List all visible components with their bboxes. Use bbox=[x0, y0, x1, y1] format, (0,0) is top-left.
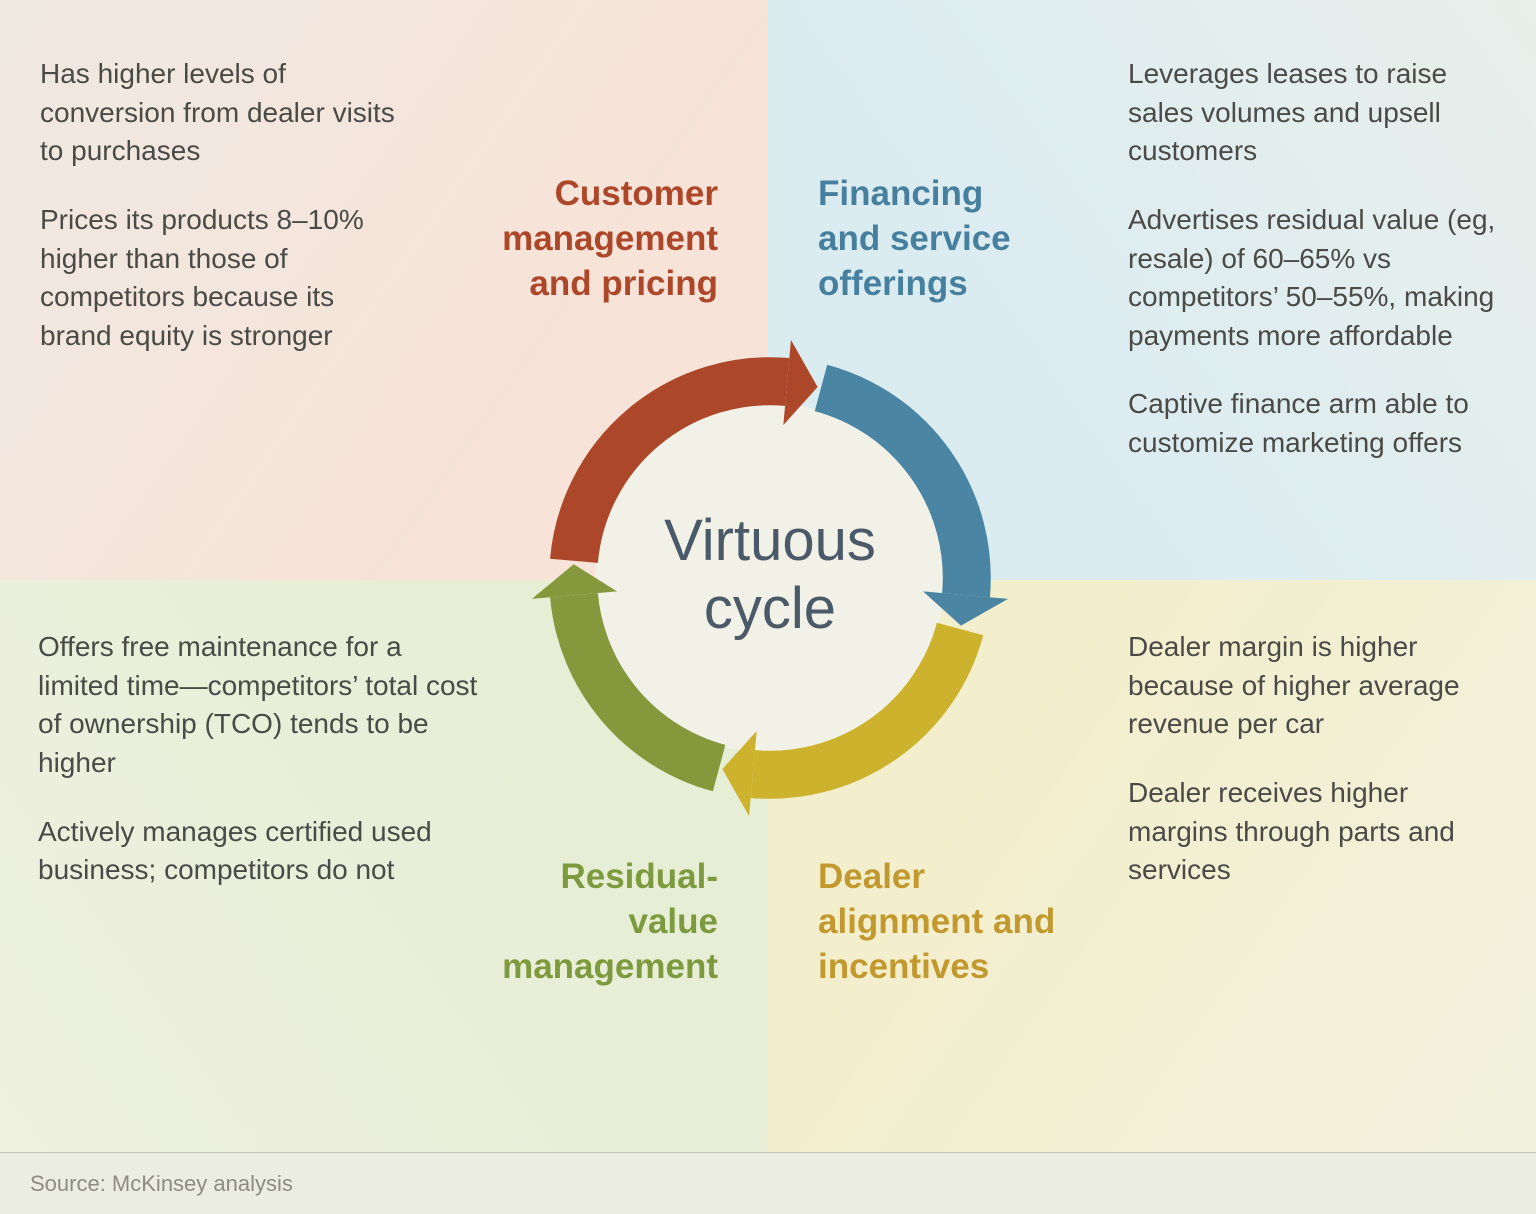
customer-management-text: Has higher levels of conversion from dea… bbox=[40, 55, 400, 385]
title-line: offerings bbox=[818, 263, 968, 303]
title-line: incentives bbox=[818, 946, 990, 986]
title-line: value bbox=[628, 901, 719, 941]
bullet-text: Dealer receives higher margins through p… bbox=[1128, 776, 1455, 886]
title-line: Financing bbox=[818, 174, 984, 213]
bullet-text: Has higher levels of conversion from dea… bbox=[40, 58, 395, 167]
title-line: Customer bbox=[554, 174, 718, 213]
ring-arrow-green-icon bbox=[531, 564, 617, 599]
center-label-line1: Virtuous bbox=[664, 507, 876, 573]
residual-value-text: Offers free maintenance for a limited ti… bbox=[38, 628, 478, 920]
title-line: and pricing bbox=[529, 263, 718, 303]
ring-arc-green bbox=[550, 592, 726, 792]
title-line: alignment and bbox=[818, 901, 1056, 941]
footer: Source: McKinsey analysis bbox=[0, 1152, 1536, 1214]
cycle-ring-svg bbox=[531, 339, 1009, 817]
bullet-text: Advertises residual value (eg, resale) o… bbox=[1128, 203, 1496, 351]
ring-arc-yellow bbox=[750, 622, 984, 799]
cycle-ring-icon bbox=[530, 338, 1010, 818]
ring-arrow-yellow-icon bbox=[722, 731, 757, 817]
title-dealer-alignment: Dealer alignment and incentives bbox=[818, 855, 1118, 989]
title-line: Residual- bbox=[560, 857, 718, 896]
title-customer-management: Customer management and pricing bbox=[438, 172, 718, 306]
title-line: management bbox=[502, 218, 718, 258]
title-residual-value: Residual- value management bbox=[438, 855, 718, 989]
bullet-text: Captive finance arm able to customize ma… bbox=[1128, 388, 1469, 458]
ring-arrow-blue-icon bbox=[923, 591, 1009, 626]
title-financing-service: Financing and service offerings bbox=[818, 172, 1078, 306]
bullet-text: Prices its products 8–10% higher than th… bbox=[40, 203, 364, 351]
bullet-text: Dealer margin is higher because of highe… bbox=[1128, 631, 1460, 740]
bullet-text: Leverages leases to raise sales volumes … bbox=[1128, 58, 1448, 167]
bullet-text: Actively manages certified used business… bbox=[38, 815, 432, 886]
title-line: Dealer bbox=[818, 857, 926, 896]
ring-inner-disk bbox=[595, 403, 945, 753]
financing-service-text: Leverages leases to raise sales volumes … bbox=[1128, 55, 1510, 493]
center-label: Virtuous cycle bbox=[664, 507, 876, 644]
source-note: Source: McKinsey analysis bbox=[30, 1171, 293, 1196]
dealer-alignment-text: Dealer margin is higher because of highe… bbox=[1128, 628, 1508, 920]
bullet-text: Offers free maintenance for a limited ti… bbox=[38, 631, 478, 778]
ring-arc-red bbox=[550, 357, 790, 564]
title-line: management bbox=[502, 946, 718, 986]
title-line: and service bbox=[818, 218, 1011, 258]
center-label-line2: cycle bbox=[703, 576, 837, 642]
ring-arc-blue bbox=[814, 364, 991, 598]
ring-arrow-red-icon bbox=[783, 339, 818, 425]
